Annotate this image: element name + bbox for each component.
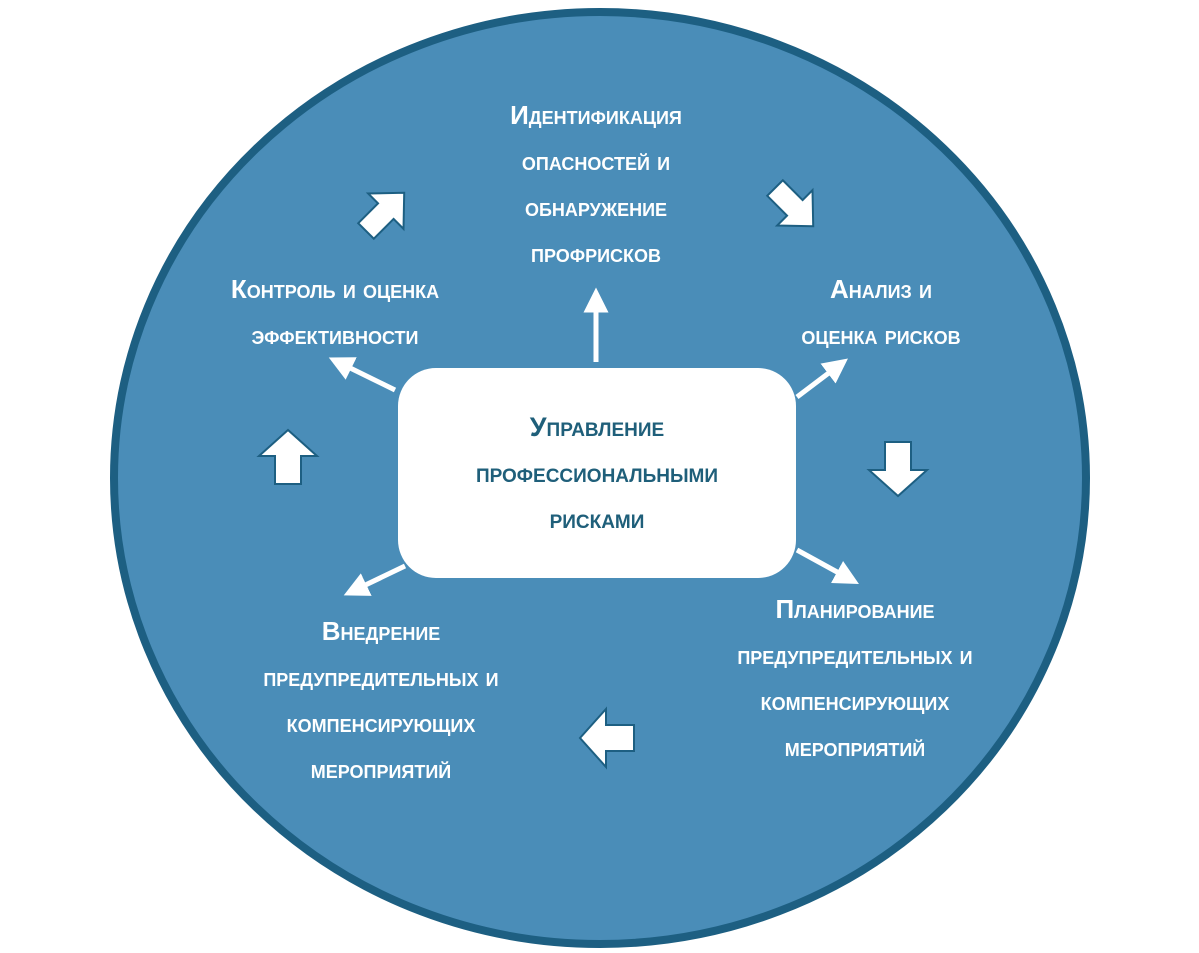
stage-implementation-label: Внедрение предупредительных и компенсиру… [263, 616, 499, 784]
stage-planning-label: Планирование предупредительных и компенс… [737, 594, 973, 762]
center-node: Управление профессиональными рисками [398, 368, 796, 578]
center-label: Управление профессиональными рисками [475, 412, 719, 534]
stage-control-label: Контроль и оценка эффективности [230, 274, 440, 350]
connector-arrow-implementation [343, 563, 407, 596]
connector-arrow-control [328, 357, 397, 393]
cycle-arrow-up [256, 428, 320, 485]
connector-arrow-analysis [795, 358, 848, 399]
cycle-arrow-down [866, 441, 930, 498]
stage-analysis-label: Анализ и оценка рисков [801, 274, 961, 350]
connector-arrow-planning [795, 547, 859, 585]
cycle-arrow-left [578, 706, 635, 770]
cycle-arrow-up-right [356, 191, 406, 241]
cycle-arrow-down-right [765, 178, 815, 228]
stage-identification-label: Идентификация опасностей и обнаружение п… [510, 100, 682, 268]
